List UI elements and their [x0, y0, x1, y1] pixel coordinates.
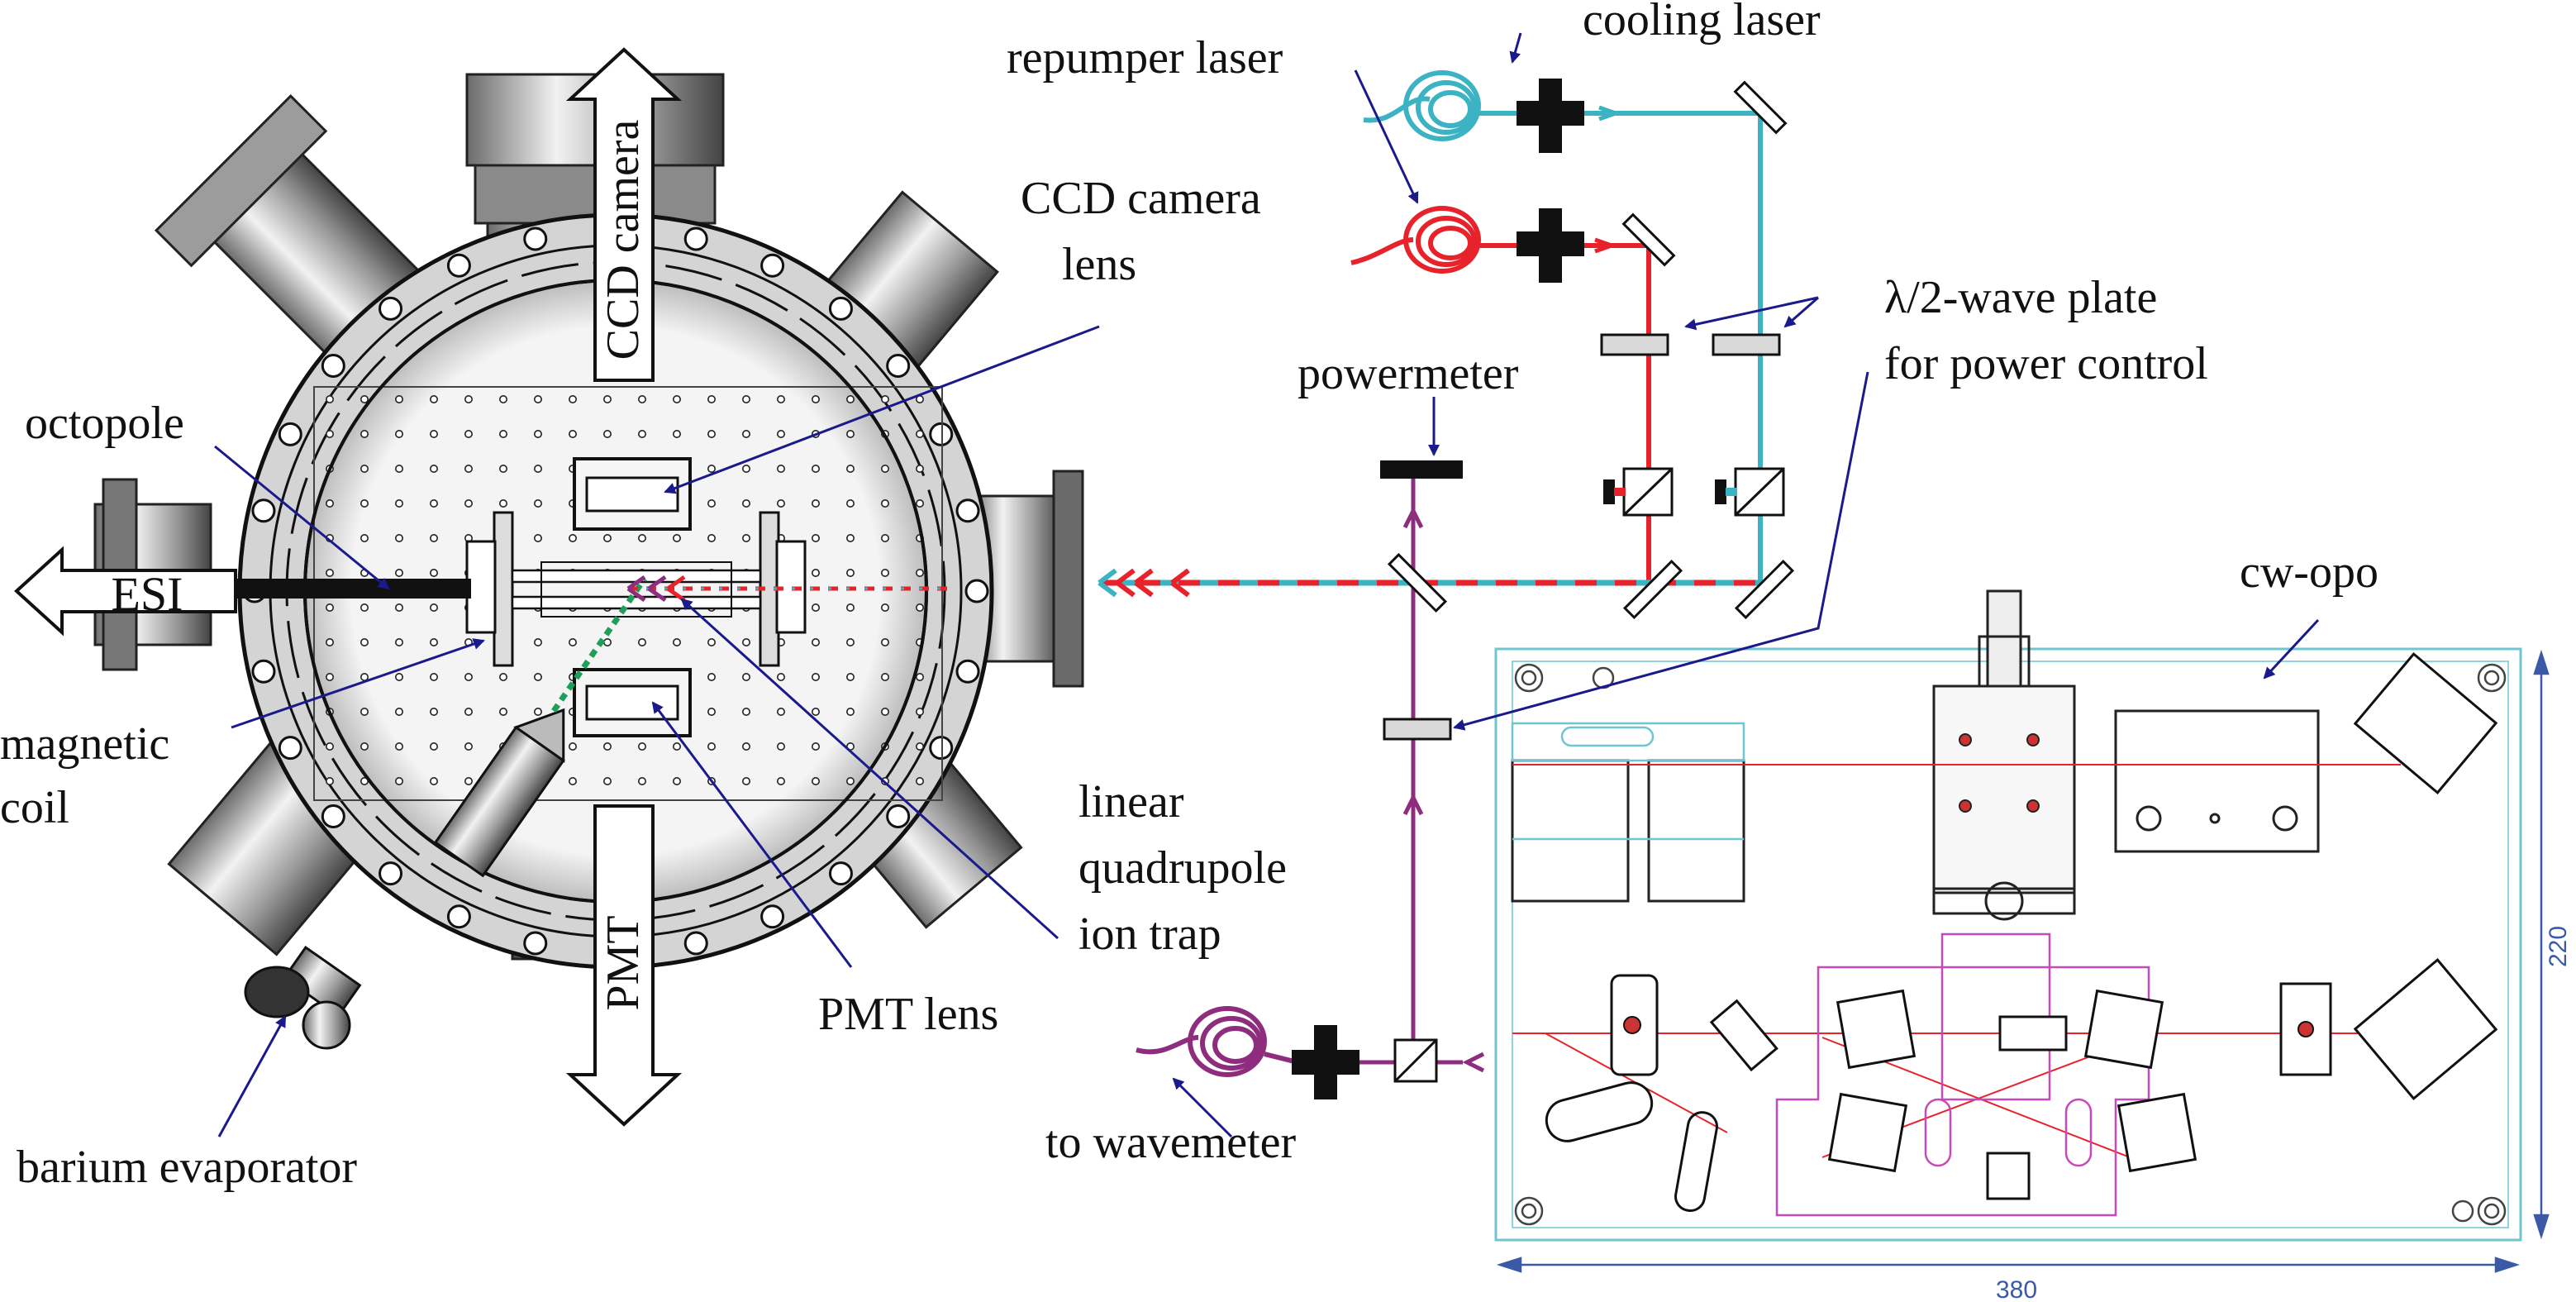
vacuum-chamber	[93, 73, 1084, 1050]
fiber-coupler-repumper	[1517, 208, 1584, 283]
flange-bolt	[955, 659, 980, 684]
text-labels: cooling laser repumper laser CCD camera …	[0, 0, 2378, 1193]
flange-bolt	[523, 931, 548, 956]
ccd-camera-arrow-label: CCD camera	[598, 119, 649, 360]
fiber-coupler-wavemeter	[1292, 1025, 1359, 1099]
cooling-laser-label: cooling laser	[1583, 0, 1821, 45]
ccd-camera-arrow: CCD camera	[565, 47, 683, 382]
magnetic-coil-left	[465, 511, 514, 667]
repumper-laser-label: repumper laser	[1007, 32, 1283, 83]
wave-plate-label-2: for power control	[1884, 338, 2208, 389]
barium-evaporator-label: barium evaporator	[17, 1142, 357, 1193]
repumper-fiber	[1350, 206, 1512, 274]
wavemeter-fiber	[1136, 1006, 1298, 1077]
fiber-coupler-cooling	[1517, 79, 1584, 153]
esi-label: ESI	[112, 567, 183, 621]
flange-bolt	[251, 498, 276, 523]
flange-bolt	[828, 296, 853, 321]
ccd-camera-lens-label-2: lens	[1062, 239, 1136, 290]
octopole-label: octopole	[25, 398, 184, 449]
flange-bolt	[828, 861, 853, 886]
flange-bolt	[955, 498, 980, 523]
beam-dumps	[1603, 479, 1737, 504]
flange-bolt	[683, 227, 708, 251]
cooling-fiber	[1363, 70, 1512, 141]
green-ion-beam	[551, 577, 647, 713]
pmt-arrow: PMT	[565, 804, 683, 1127]
flange-bolt	[760, 253, 785, 278]
flange-bolt	[760, 904, 785, 929]
flange-bolt	[321, 804, 345, 828]
powermeter	[1380, 460, 1463, 479]
flange-bolt	[523, 227, 548, 251]
magnetic-coil-label-2: coil	[0, 782, 69, 833]
flange-bolt	[886, 354, 911, 379]
esi-arrow: ESI	[14, 546, 237, 637]
linear-trap-label-3: ion trap	[1078, 909, 1221, 960]
upper-left-port	[154, 94, 421, 361]
flange-bolt	[278, 736, 302, 761]
wave-plates	[1383, 333, 1781, 741]
flange-bolt	[321, 354, 345, 379]
cw-opo-label: cw-opo	[2240, 546, 2378, 598]
dimension-height: 220	[2545, 926, 2572, 967]
cw-opo-drawing: 380 220	[1494, 589, 2572, 1302]
pmt-lens-holder	[573, 668, 692, 737]
magnetic-coil-label-1: magnetic	[0, 718, 169, 770]
flange-bolt	[379, 296, 403, 321]
flange-bolt	[446, 904, 471, 929]
pmt-lens-label: PMT lens	[818, 989, 998, 1040]
powermeter-label: powermeter	[1298, 348, 1519, 399]
octopole-rod	[211, 579, 471, 599]
barium-evaporator	[244, 945, 362, 1050]
flange-bolt	[964, 579, 989, 603]
ccd-lens-holder	[573, 457, 692, 531]
flange-bolt	[251, 659, 276, 684]
dimension-width: 380	[1996, 1276, 2037, 1302]
flange-bolt	[278, 422, 302, 446]
label-leaders	[214, 32, 2320, 1138]
wave-plate-label-1: λ/2-wave plate	[1884, 272, 2157, 323]
linear-trap-label-1: linear	[1078, 776, 1184, 827]
to-wavemeter-label: to wavemeter	[1045, 1117, 1297, 1168]
flange-bolt	[446, 253, 471, 278]
flange-bolt	[886, 804, 911, 828]
flange-bolt	[379, 861, 403, 886]
pmt-collimator	[433, 708, 565, 878]
linear-trap-label-2: quadrupole	[1078, 842, 1287, 894]
pmt-arrow-label: PMT	[598, 915, 649, 1010]
mirrors	[1387, 80, 1795, 620]
ccd-camera-lens-label-1: CCD camera	[1021, 173, 1261, 224]
flange-bolt	[683, 931, 708, 956]
